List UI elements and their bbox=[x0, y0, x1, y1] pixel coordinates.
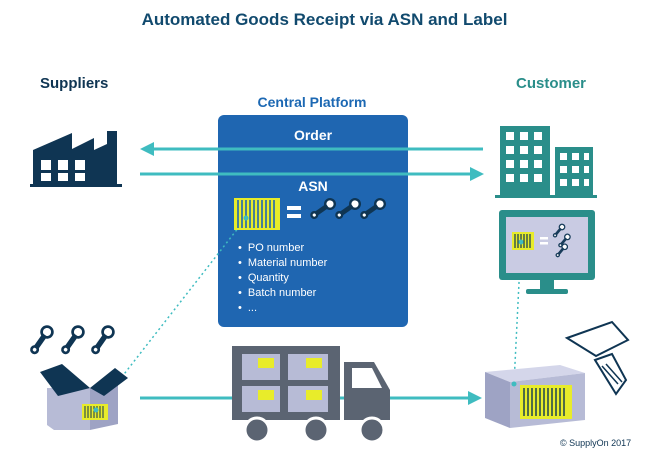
copyright-text: © SupplyOn 2017 bbox=[560, 438, 632, 448]
barcode-icon bbox=[234, 198, 280, 230]
order-label: Order bbox=[293, 127, 333, 143]
central-platform-heading: Central Platform bbox=[257, 94, 367, 110]
asn-field: Material number bbox=[238, 256, 327, 271]
monitor-icon bbox=[499, 210, 595, 294]
asn-field: ... bbox=[238, 301, 327, 316]
office-building-icon bbox=[495, 126, 597, 198]
asn-label: ASN bbox=[298, 178, 328, 194]
asn-arrow bbox=[140, 167, 484, 181]
customer-heading: Customer bbox=[516, 75, 587, 92]
factory-icon bbox=[30, 131, 122, 187]
spare-parts-icon bbox=[307, 196, 388, 223]
scan-link-line bbox=[513, 241, 522, 385]
label-link-line bbox=[95, 217, 247, 411]
package-icon bbox=[26, 323, 128, 430]
asn-field: Batch number bbox=[238, 286, 327, 301]
order-arrow bbox=[140, 142, 483, 156]
asn-field: Quantity bbox=[238, 271, 327, 286]
asn-field-list: PO number Material number Quantity Batch… bbox=[238, 241, 327, 316]
diagram-title: Automated Goods Receipt via ASN and Labe… bbox=[141, 10, 508, 29]
equals-sign bbox=[287, 206, 301, 218]
package-icon bbox=[485, 365, 585, 428]
asn-field: PO number bbox=[238, 241, 327, 256]
barcode-scanner-icon bbox=[564, 320, 630, 396]
suppliers-heading: Suppliers bbox=[40, 75, 109, 92]
truck-icon bbox=[232, 346, 390, 444]
